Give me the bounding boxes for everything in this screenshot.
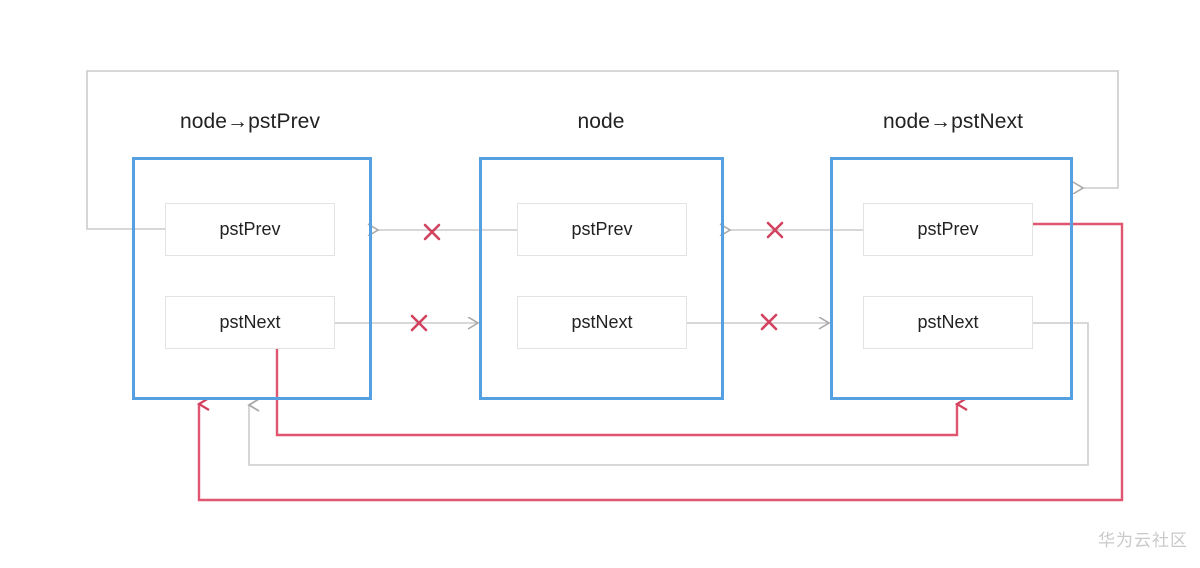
label-node-pstprev: node→pstPrev xyxy=(179,110,321,133)
broken-link-marker-prev-back xyxy=(423,223,441,241)
node-pstnext-box: pstNext xyxy=(517,296,687,349)
node-pstprev-box: pstPrev xyxy=(517,203,687,256)
prev-node-pstprev-box: pstPrev xyxy=(165,203,335,256)
new-link-prev-to-next xyxy=(275,349,968,437)
label-node-pstnext: node→pstNext xyxy=(882,110,1024,133)
node-pstprev-label: pstPrev xyxy=(571,219,633,239)
label-node: node xyxy=(577,110,625,133)
prev-node-pstnext-label: pstNext xyxy=(219,312,281,332)
old-link-outer-top xyxy=(86,70,1119,230)
node-prev-group xyxy=(132,157,372,400)
broken-link-marker-next-fwd xyxy=(760,313,778,331)
prev-node-pstprev-label: pstPrev xyxy=(219,219,281,239)
next-node-pstprev-box: pstPrev xyxy=(863,203,1033,256)
next-node-pstprev-label: pstPrev xyxy=(917,219,979,239)
old-link-bottom-gray xyxy=(247,322,1089,466)
node-pstnext-label: pstNext xyxy=(571,312,633,332)
new-link-next-to-prev xyxy=(196,222,1124,502)
next-node-pstnext-box: pstNext xyxy=(863,296,1033,349)
prev-node-pstnext-box: pstNext xyxy=(165,296,335,349)
broken-link-marker-prev-fwd xyxy=(410,314,428,332)
broken-link-marker-next-back xyxy=(766,221,784,239)
node-next-group xyxy=(830,157,1073,400)
node-group xyxy=(479,157,724,400)
watermark: 华为云社区 xyxy=(1098,531,1188,550)
next-node-pstnext-label: pstNext xyxy=(917,312,979,332)
